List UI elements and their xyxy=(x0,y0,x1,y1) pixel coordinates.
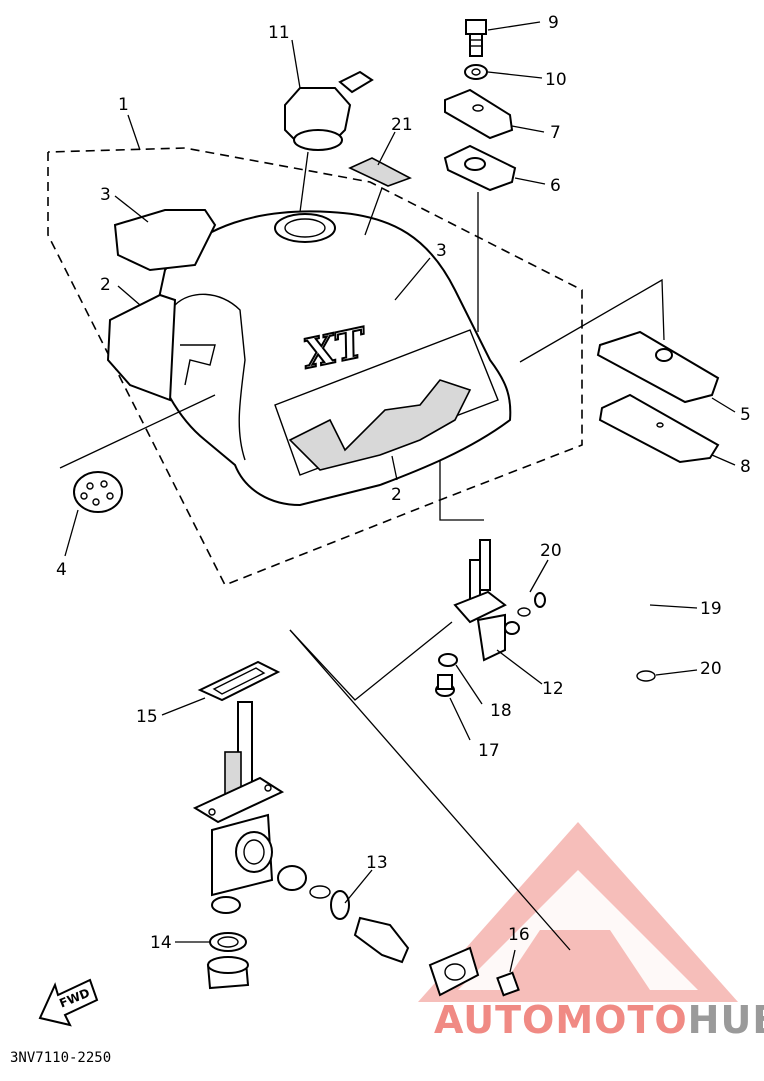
washer-18 xyxy=(438,653,483,705)
callout-21: 21 xyxy=(391,115,413,135)
clip-20-upper xyxy=(517,559,549,617)
fuel-cock-detail xyxy=(192,701,480,997)
callout-2b: 2 xyxy=(391,485,402,505)
callout-15: 15 xyxy=(136,707,158,727)
callout-5: 5 xyxy=(740,405,751,425)
callout-11: 11 xyxy=(268,23,290,43)
fuel-tank: XT xyxy=(106,209,512,507)
assembly-outline xyxy=(47,147,583,587)
callout-18: 18 xyxy=(490,701,512,721)
bracket-7 xyxy=(444,88,545,140)
bracket-8 xyxy=(598,393,736,466)
callout-8: 8 xyxy=(740,457,751,477)
callout-6: 6 xyxy=(550,176,561,196)
watermark-hub: HUB xyxy=(688,998,764,1042)
callout-16: 16 xyxy=(508,925,530,945)
screw-16 xyxy=(496,949,520,997)
filler-cap xyxy=(284,70,374,213)
callout-20a: 20 xyxy=(540,541,562,561)
callout-4: 4 xyxy=(56,560,67,580)
callout-19: 19 xyxy=(700,599,722,619)
fuel-cock-12 xyxy=(439,460,543,685)
fwd-arrow: FWD xyxy=(38,978,99,1027)
gasket-15 xyxy=(161,660,281,716)
watermark-logo xyxy=(418,822,738,1002)
callout-10: 10 xyxy=(545,70,567,90)
callout-3a: 3 xyxy=(100,185,111,205)
gasket-21 xyxy=(348,157,412,187)
damper-6 xyxy=(443,144,546,332)
washer-10 xyxy=(464,64,543,80)
callout-17: 17 xyxy=(478,741,500,761)
watermark-auto: AUTO xyxy=(434,998,555,1042)
callout-20b: 20 xyxy=(700,659,722,679)
damper-4 xyxy=(59,394,216,557)
drain-screw-17 xyxy=(435,674,471,741)
callout-9: 9 xyxy=(548,13,559,33)
fuel-hose-19 xyxy=(534,550,698,660)
watermark-text: AUTOMOTOHUB xyxy=(434,998,764,1042)
bracket-5 xyxy=(596,330,736,413)
callout-1: 1 xyxy=(118,95,129,115)
clip-20-lower xyxy=(636,669,698,682)
callout-12: 12 xyxy=(542,679,564,699)
callout-13: 13 xyxy=(366,853,388,873)
watermark-moto: MOTO xyxy=(555,998,687,1042)
callout-2a: 2 xyxy=(100,275,111,295)
callout-14: 14 xyxy=(150,933,172,953)
callout-7: 7 xyxy=(550,123,561,143)
washer-14 xyxy=(175,896,250,990)
callout-3b: 3 xyxy=(436,241,447,261)
diagram-code: 3NV7110-2250 xyxy=(10,1050,111,1066)
bolt-9 xyxy=(465,19,541,57)
